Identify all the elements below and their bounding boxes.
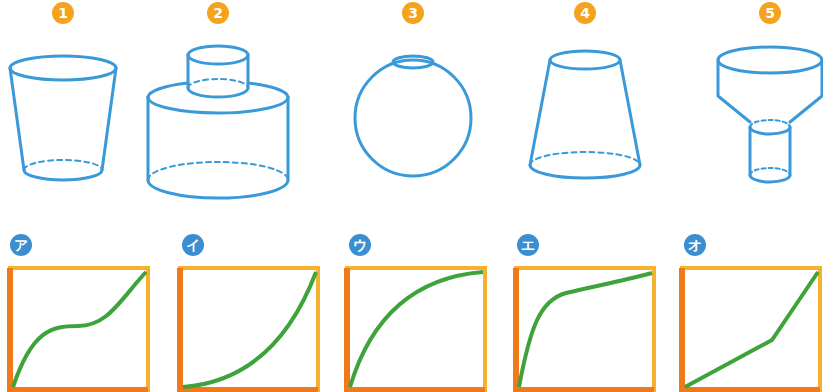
callout-letter: ア [10,234,32,256]
graph-e [682,268,820,390]
callout-text: 4 [580,6,590,20]
callout-text: 3 [408,6,418,20]
callout-number: 2 [207,2,229,24]
graph-a [10,268,148,390]
callout-letter: イ [182,234,204,256]
container-4 [530,51,640,178]
container-3 [355,56,471,176]
graph-c [347,268,485,390]
callout-text: ウ [353,238,367,252]
callout-text: ア [14,238,28,252]
callout-text: オ [688,238,702,252]
graph-d [516,268,654,390]
callout-letter: オ [684,234,706,256]
callout-number: 3 [402,2,424,24]
callout-text: エ [521,238,535,252]
container-2 [148,46,288,198]
callout-letter: ウ [349,234,371,256]
callout-text: イ [186,238,200,252]
container-5 [718,47,822,182]
callout-letter: エ [517,234,539,256]
container-1 [10,56,116,180]
graph-b [180,268,318,390]
callout-number: 4 [574,2,596,24]
callout-number: 1 [52,2,74,24]
callout-text: 2 [213,6,223,20]
callout-text: 5 [765,6,775,20]
callout-number: 5 [759,2,781,24]
callout-text: 1 [58,6,68,20]
